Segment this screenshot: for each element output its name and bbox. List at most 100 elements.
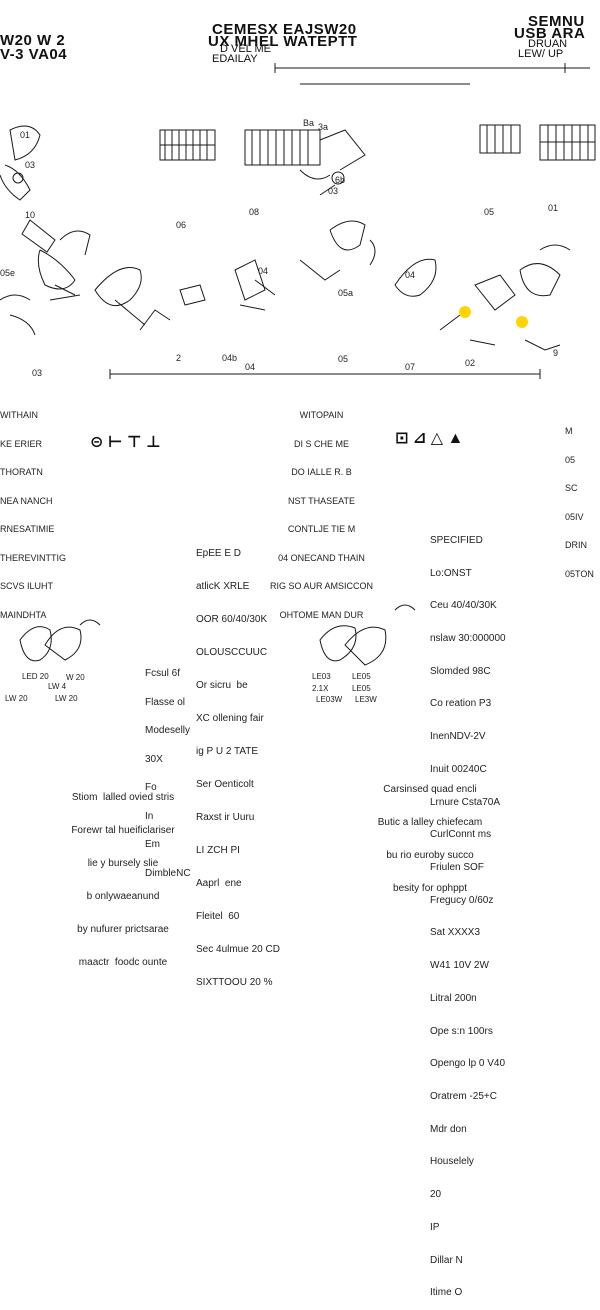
spec-line: Lo:ONST xyxy=(430,567,472,579)
title-line-3: D VEL ME xyxy=(220,43,271,55)
footer-line: Forewr tal hueificlariser xyxy=(71,825,175,836)
exploded-assembly-diagram xyxy=(0,0,600,850)
spec-line: Sec 4ulmue 20 CD xyxy=(196,944,280,955)
note-line: DO IALLE R. B xyxy=(291,467,352,477)
callout-label: 2 xyxy=(176,353,182,363)
highlight-dot xyxy=(459,306,471,318)
arm-lamp-right xyxy=(395,245,570,350)
spec-line: XC ollening fair xyxy=(196,713,264,724)
lamp-sketch-bottom-left xyxy=(20,620,100,661)
title-line-2: UX MHEL WATEPTT xyxy=(208,33,358,50)
footer-line: bu rio euroby succo xyxy=(386,850,474,861)
caption-variant-a1: LED 20 xyxy=(22,672,49,681)
note-line: THEREVINTTIG xyxy=(0,552,67,563)
note-line: RIG SO AUR AMSICCON xyxy=(270,581,374,591)
caption-variant-b1: LW 20 xyxy=(5,694,28,703)
left-lamp-head xyxy=(0,126,80,335)
caption-variant-c4: LE05 xyxy=(352,684,371,693)
spec-line: LI ZCH PI xyxy=(196,845,240,856)
highlight-dot xyxy=(516,316,528,328)
footer-line: Butic a lalley chiefecam xyxy=(377,817,483,828)
spec-line: Inuit 00240C xyxy=(430,763,487,775)
note-line: 05TON xyxy=(565,568,594,579)
note-line: DI S CHE ME xyxy=(294,438,350,449)
bottom-dimension-line xyxy=(110,369,540,379)
bracket-assembly-left xyxy=(160,130,215,160)
spec-line: Litral 200n xyxy=(430,992,477,1004)
spec-line: EpEE E D xyxy=(196,548,242,559)
callout-label: 10 xyxy=(25,210,36,220)
callout-label: 07 xyxy=(405,362,416,372)
note-line: DRIN xyxy=(565,540,587,550)
spec-list-middle: EpEE E D atlicK XRLE OOR 60/40/30K OLOUS… xyxy=(196,526,280,999)
installation-notes-right: M 05 SC 05IV DRIN 05TON xyxy=(565,408,594,589)
footer-note-left: Stiom lalled ovied stris Forewr tal huei… xyxy=(58,770,188,979)
callout-label: 04 xyxy=(245,362,256,372)
callout-label: 08 xyxy=(249,207,260,217)
spec-line: nslaw 30:000000 xyxy=(430,632,506,644)
callout-label: 05a xyxy=(338,288,354,298)
callout-label: 9 xyxy=(553,348,559,358)
arm-lamp-center xyxy=(180,221,375,310)
installation-notes-center: WITOPAIN DI S CHE ME DO IALLE R. B NST T… xyxy=(270,392,373,630)
callout-label: 3a xyxy=(318,122,329,132)
spec-line: Or sicru be xyxy=(196,680,248,691)
callout-label: 03 xyxy=(25,160,36,170)
note-line: WITHAIN xyxy=(0,410,38,420)
model-code-line-2: V-3 VA04 xyxy=(0,46,68,63)
footer-line: besity for ophppt xyxy=(393,883,467,894)
note-line: SCVS ILUHT xyxy=(0,581,54,591)
spec-line: 30X xyxy=(145,753,163,765)
note-line: OHTOME MAN DUR xyxy=(279,609,364,620)
caption-variant-a3: W 20 xyxy=(66,673,85,682)
brand-line-4: LEW/ UP xyxy=(518,48,564,60)
callout-label: 03 xyxy=(328,186,339,196)
title-line-1: CEMESX EAJSW20 xyxy=(212,21,357,38)
caption-variant-c2: LE05 xyxy=(352,672,371,681)
spec-line: Mdr don xyxy=(430,1123,467,1135)
note-line: CONTLJE TIE M xyxy=(287,524,356,534)
spec-line: Ope s:n 100rs xyxy=(430,1025,493,1037)
callout-label: 04b xyxy=(222,353,238,363)
spec-line: Fleitel 60 xyxy=(196,911,240,922)
caption-variant-b2: LW 20 xyxy=(55,694,78,703)
note-line: RNESATIMIE xyxy=(0,524,55,534)
installation-notes-left: WITHAIN KE ERIER THORATN NEA NANCH RNESA… xyxy=(0,392,66,630)
note-line: KE ERIER xyxy=(0,438,43,449)
callout-label: 01 xyxy=(20,130,31,140)
spec-line: Dillar N xyxy=(430,1254,463,1266)
caption-variant-c1: LE03 xyxy=(312,672,331,681)
spec-line: Raxst ir Uuru xyxy=(196,812,255,823)
footer-line: b onlywaeanund xyxy=(86,891,160,902)
spec-line: Lrnure Csta70A xyxy=(430,796,501,808)
spec-line: ig P U 2 TATE xyxy=(196,746,259,757)
caption-variant-c6: LE3W xyxy=(355,695,377,704)
spec-line: Ser Oenticolt xyxy=(196,779,254,790)
callout-label: Ba xyxy=(303,118,315,128)
caption-variant-a2: LW 4 xyxy=(48,682,67,691)
caption-variant-c5: LE03W xyxy=(316,695,343,704)
spec-line: Itime O xyxy=(430,1287,463,1299)
spec-line: InenNDV-2V xyxy=(430,731,486,743)
spec-line: CurlConnt ms xyxy=(430,829,492,841)
spec-line: In xyxy=(145,810,154,822)
bracket-assembly-right xyxy=(480,125,595,160)
callout-label: 01 xyxy=(548,203,559,213)
spec-line: OLOUSCCUUC xyxy=(196,647,268,658)
spec-line: Co reation P3 xyxy=(430,698,492,710)
callout-label: 04 xyxy=(258,266,269,276)
callout-label: 05 xyxy=(484,207,495,217)
footer-line: maactr foodc ounte xyxy=(78,957,168,968)
model-code-line-1: W20 W 2 xyxy=(0,32,66,49)
spec-line: W41 10V 2W xyxy=(430,960,489,972)
spec-line: Fo xyxy=(145,782,157,793)
note-line: M xyxy=(565,426,573,436)
arm-lamp-left xyxy=(60,231,170,330)
note-line: SC xyxy=(565,483,578,493)
spec-line: OOR 60/40/30K xyxy=(196,614,268,625)
brand-line-3: DRUAN xyxy=(528,38,568,50)
footer-note-right: Carsinsed quad encli Butic a lalley chie… xyxy=(360,762,500,905)
spec-line: Modeselly xyxy=(145,725,191,736)
note-line: 05IV xyxy=(565,511,584,522)
spec-line: SPECIFIED xyxy=(430,534,483,546)
